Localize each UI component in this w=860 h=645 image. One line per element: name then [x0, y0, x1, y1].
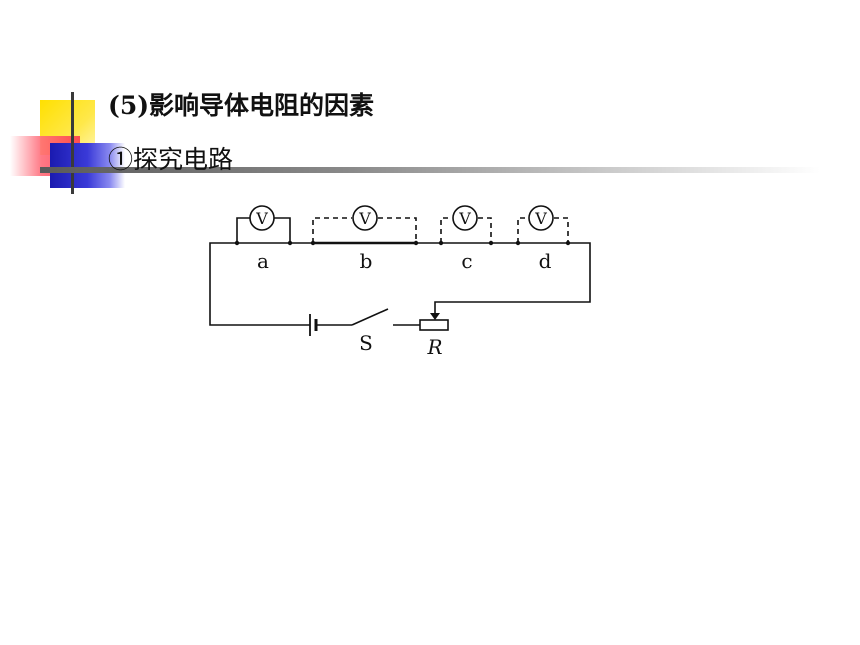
voltmeter-a-leads — [236, 217, 250, 243]
section-heading: (5)影响导体电阻的因素 — [108, 91, 375, 120]
voltmeter-b-icon — [352, 205, 378, 231]
voltmeter-b-label: V — [358, 209, 371, 228]
switch-blade — [351, 308, 389, 326]
voltmeter-d-label: V — [534, 209, 547, 228]
voltmeter-b-leads — [312, 217, 352, 243]
terminal-dot — [488, 240, 494, 246]
voltmeter-a-icon — [249, 205, 275, 231]
terminal-dot — [310, 240, 316, 246]
segment-b-label: b — [360, 249, 373, 273]
voltmeter-c-icon — [452, 205, 478, 231]
terminal-dot — [515, 240, 521, 246]
segment-d-label: d — [539, 249, 552, 273]
terminal-dot — [413, 240, 419, 246]
wire-right-loop — [434, 242, 591, 316]
segment-a-label: a — [257, 249, 269, 273]
voltmeter-a-label: V — [255, 209, 268, 228]
terminal-dot — [287, 240, 293, 246]
rheostat-label: R — [426, 335, 442, 359]
voltmeter-b-leads-right — [378, 217, 417, 243]
voltmeter-d-leads-right — [554, 217, 569, 243]
voltmeter-a-leads-right — [274, 217, 291, 243]
switch-label: S — [359, 331, 373, 355]
rheostat-slider-arrow-icon — [430, 313, 440, 320]
terminal-dot — [234, 240, 240, 246]
voltmeter-c-leads-right — [478, 217, 492, 243]
segment-c-label: c — [461, 249, 472, 273]
terminal-dot — [565, 240, 571, 246]
decor-vertical-line — [71, 92, 74, 194]
decor-blue-bar — [50, 143, 125, 188]
voltmeter-c-leads — [440, 217, 452, 243]
wire-left-loop — [209, 242, 310, 326]
terminal-dot — [438, 240, 444, 246]
voltmeter-d-leads — [517, 217, 528, 243]
rheostat-body — [419, 319, 449, 331]
subsection-heading: ①探究电路 — [108, 145, 234, 174]
voltmeter-d-icon — [528, 205, 554, 231]
decor-horizontal-line — [40, 167, 820, 173]
voltmeter-c-label: V — [458, 209, 471, 228]
